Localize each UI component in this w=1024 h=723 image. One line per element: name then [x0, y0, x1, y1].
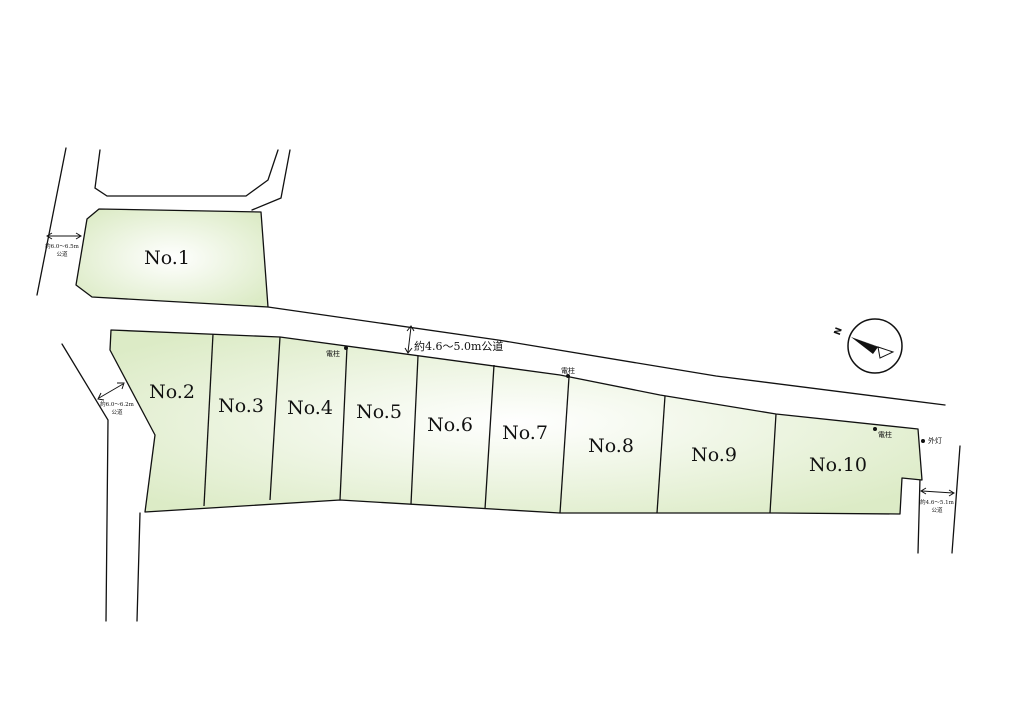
lot-dividers: [203, 333, 777, 514]
street-light-marker: [921, 439, 925, 443]
north-block-edge-inner: [251, 149, 291, 211]
west-top-road-type: 公道: [56, 250, 68, 258]
utility-pole-2-marker: [566, 374, 570, 378]
lot-labels: No.1 No.2 No.3 No.4 No.5 No.6 No.7 No.8 …: [144, 247, 867, 476]
west-road-bottom-right-edge: [136, 512, 141, 622]
west-top-road-dimension: 約6.0～6.5m 公道: [45, 232, 82, 258]
utility-pole-3-label: 電柱: [878, 430, 892, 439]
north-arrow-icon: N: [833, 318, 903, 374]
lot-1-shape[interactable]: [75, 208, 269, 308]
main-road-north-edge: [267, 306, 946, 406]
east-road-right-edge: [951, 445, 961, 554]
east-road-left-edge: [917, 477, 921, 554]
west-bottom-road-dimension: 約6.0～6.2m 公道: [97, 382, 135, 416]
main-road-label: 約4.6～5.0m公道: [414, 339, 503, 353]
north-block-edge: [94, 149, 279, 197]
road-lines: [36, 147, 961, 622]
lot-10-label: No.10: [809, 454, 867, 476]
lot-5-label: No.5: [356, 401, 402, 423]
utility-pole-1-marker: [344, 346, 348, 350]
lot-7-label: No.7: [502, 422, 548, 444]
west-road-bottom-left-edge: [61, 343, 109, 622]
west-top-road-width: 約6.0～6.5m: [45, 242, 79, 250]
compass-north-letter: N: [833, 326, 845, 337]
utility-pole-1-label: 電柱: [326, 349, 340, 358]
lot-4-label: No.4: [287, 397, 333, 419]
utility-pole-3-marker: [873, 427, 877, 431]
street-light-label: 外灯: [928, 436, 942, 445]
lot-3-label: No.3: [218, 395, 264, 417]
west-bottom-road-width: 約6.0～6.2m: [100, 400, 134, 408]
west-bottom-road-type: 公道: [111, 408, 123, 416]
lot-8-label: No.8: [588, 435, 634, 457]
utilities: 電柱 電柱 電柱 外灯: [326, 346, 942, 445]
east-road-width: 約4.6～5.1m: [920, 498, 954, 506]
east-road-dimension: 約4.6～5.1m 公道: [920, 487, 955, 514]
lots-2-10-block[interactable]: [109, 329, 923, 515]
east-road-type: 公道: [931, 506, 943, 514]
lot-2-label: No.2: [149, 381, 195, 403]
west-road-top-edge-left: [36, 147, 67, 296]
lot-1-label: No.1: [144, 247, 190, 269]
utility-pole-2-label: 電柱: [561, 366, 575, 375]
lot-6-label: No.6: [427, 414, 473, 436]
main-road-dimension: 約4.6～5.0m公道: [404, 325, 503, 354]
lot-9-label: No.9: [691, 444, 737, 466]
